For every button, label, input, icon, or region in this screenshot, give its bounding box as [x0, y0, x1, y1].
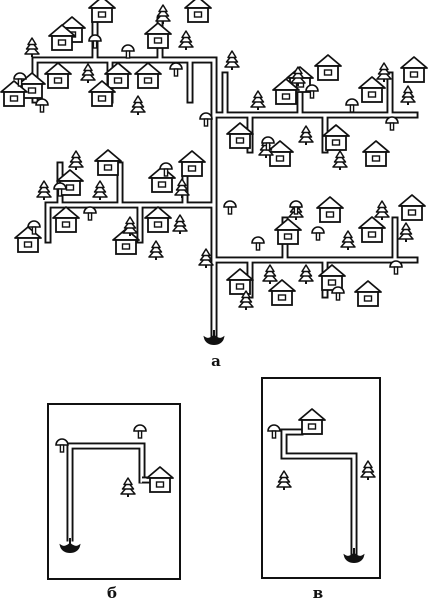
tree-icon — [376, 62, 392, 83]
tree-icon — [224, 50, 240, 71]
mushroom-icon — [88, 34, 102, 49]
mushroom-icon — [35, 98, 49, 113]
tree-icon — [398, 222, 414, 243]
tree-icon — [130, 95, 146, 116]
mushroom-icon — [251, 236, 265, 251]
house-icon — [52, 206, 80, 233]
house-icon — [268, 279, 296, 306]
tree-icon — [374, 200, 390, 221]
mushroom-icon — [223, 200, 237, 215]
house-icon — [400, 56, 428, 83]
house-icon — [134, 62, 162, 89]
tree-icon — [400, 85, 416, 106]
tree-icon — [262, 264, 278, 285]
mushroom-icon — [199, 112, 213, 127]
tree-icon — [92, 180, 108, 201]
house-icon — [314, 54, 342, 81]
mushroom-icon — [345, 98, 359, 113]
house-icon — [144, 206, 172, 233]
mushroom-icon — [389, 260, 403, 275]
house-icon — [44, 62, 72, 89]
house-icon — [14, 226, 42, 253]
diagram-v — [261, 377, 381, 579]
house-icon — [144, 22, 172, 49]
caption-v: в — [312, 584, 324, 602]
tree-icon — [148, 240, 164, 261]
house-icon — [184, 0, 212, 23]
mushroom-icon — [305, 84, 319, 99]
house-icon — [88, 0, 116, 23]
mushroom-icon — [83, 206, 97, 221]
root-icon — [204, 329, 224, 345]
tree-icon — [155, 4, 171, 25]
tree-icon — [298, 125, 314, 146]
tree-icon — [340, 230, 356, 251]
tree-icon — [68, 150, 84, 171]
house-icon — [178, 150, 206, 177]
house-icon — [358, 76, 386, 103]
tree-icon — [250, 90, 266, 111]
tree-icon — [24, 37, 40, 58]
mushroom-icon — [385, 116, 399, 131]
tree-icon — [298, 264, 314, 285]
mushroom-icon — [121, 44, 135, 59]
diagram-a-trees — [24, 4, 416, 311]
house-icon — [398, 194, 426, 221]
mushroom-icon — [311, 226, 325, 241]
house-icon — [362, 140, 390, 167]
tree-icon — [122, 216, 138, 237]
house-icon — [354, 280, 382, 307]
tree-icon — [36, 180, 52, 201]
house-icon — [148, 166, 176, 193]
mushroom-icon — [169, 62, 183, 77]
house-icon — [316, 196, 344, 223]
diagram-b — [47, 403, 181, 580]
house-icon — [358, 216, 386, 243]
caption-a: а — [211, 352, 221, 370]
tree-icon — [178, 30, 194, 51]
tree-icon — [80, 63, 96, 84]
house-icon — [274, 218, 302, 245]
caption-b: б — [106, 584, 117, 602]
tree-icon — [172, 214, 188, 235]
house-icon — [94, 149, 122, 176]
tree-icon — [332, 150, 348, 171]
mushroom-icon — [331, 286, 345, 301]
